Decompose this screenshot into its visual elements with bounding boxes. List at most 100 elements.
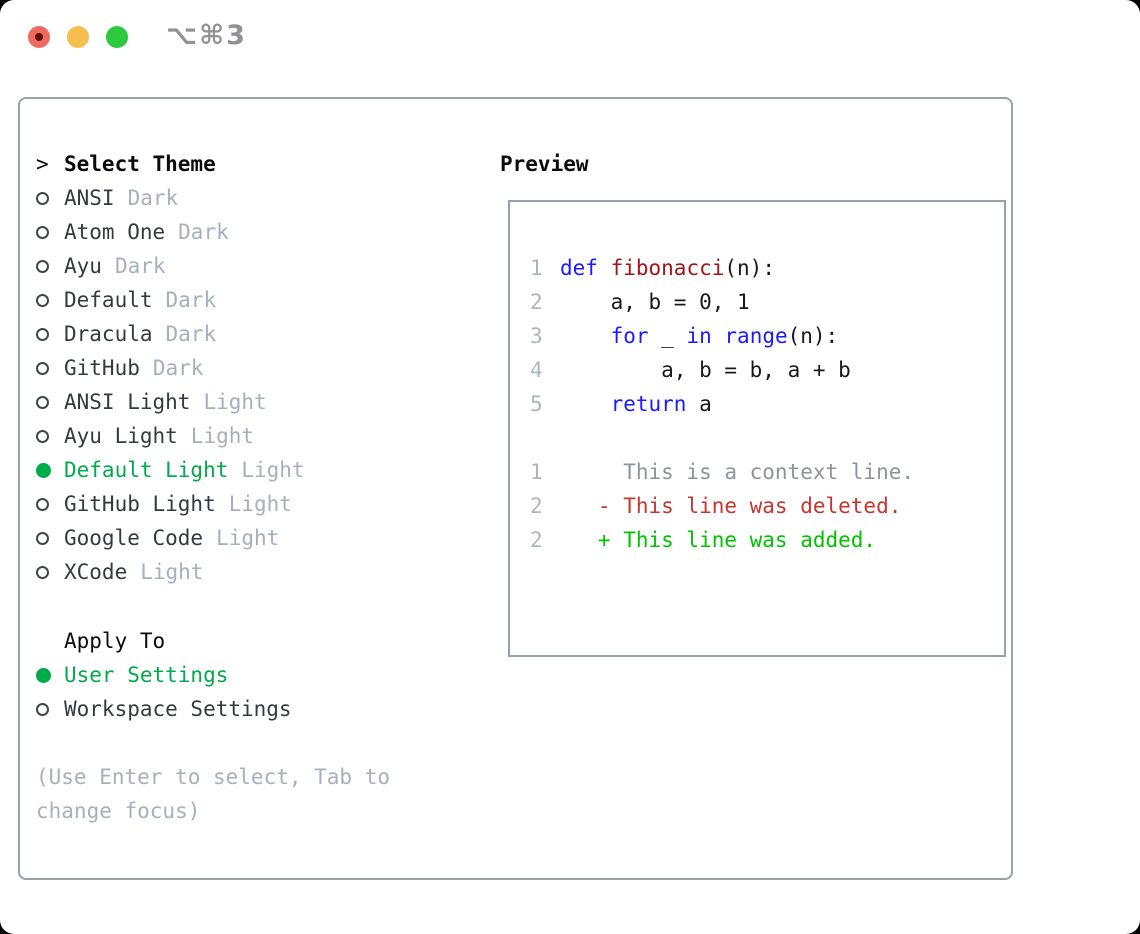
line-content: for _ in range(n):	[560, 324, 839, 348]
code-segment	[560, 392, 611, 416]
preview-code-line: 1 This is a context line.	[530, 455, 1004, 489]
theme-name: Default Light	[64, 458, 229, 482]
select-theme-header: > Select Theme	[36, 147, 305, 181]
theme-option[interactable]: Ayu Light Light	[36, 419, 305, 453]
apply-to-list: User Settings Workspace Settings	[36, 658, 292, 726]
theme-variant-tag: Light	[241, 458, 305, 482]
theme-variant-tag: Dark	[165, 322, 217, 346]
theme-name: GitHub	[64, 356, 140, 380]
theme-option[interactable]: XCode Light	[36, 555, 305, 589]
radio-icon	[36, 702, 49, 716]
code-segment: range	[724, 324, 788, 348]
minimize-button[interactable]	[67, 26, 89, 48]
theme-variant-tag: Dark	[114, 254, 166, 278]
radio-icon	[36, 531, 49, 545]
apply-option[interactable]: Workspace Settings	[36, 692, 292, 726]
radio-marker	[36, 191, 64, 205]
preview-code-line: 3 for _ in range(n):	[530, 319, 1004, 353]
theme-name: GitHub Light	[64, 492, 216, 516]
radio-icon	[36, 462, 51, 478]
theme-option[interactable]: Default Light Light	[36, 453, 305, 487]
line-number: 4	[530, 358, 543, 382]
line-number: 2	[530, 528, 543, 552]
theme-variant-tag: Light	[190, 424, 255, 448]
theme-name: Google Code	[64, 526, 204, 550]
line-number: 2	[530, 290, 543, 314]
radio-marker	[36, 225, 64, 239]
preview-code-line: 5 return a	[530, 387, 1004, 421]
code-segment: fibonacci	[610, 256, 725, 280]
code-segment: a	[686, 392, 712, 416]
radio-marker	[36, 259, 64, 273]
radio-marker	[36, 497, 64, 511]
radio-marker	[36, 667, 64, 683]
code-segment: return	[610, 392, 687, 416]
radio-icon	[36, 429, 49, 443]
theme-name: Default	[64, 288, 153, 312]
select-theme-title: Select Theme	[64, 152, 216, 176]
apply-option[interactable]: User Settings	[36, 658, 292, 692]
radio-marker	[36, 293, 64, 307]
focus-caret-icon: >	[36, 152, 49, 176]
preview-code-line: 2 + This line was added.	[530, 523, 1004, 557]
radio-icon	[36, 225, 49, 239]
theme-option[interactable]: ANSI Dark	[36, 181, 305, 215]
radio-icon	[36, 327, 49, 341]
line-content: a, b = b, a + b	[560, 358, 851, 382]
line-number: 3	[530, 324, 543, 348]
code-segment: a, b = 0, 1	[560, 290, 750, 314]
line-content: a, b = 0, 1	[560, 290, 750, 314]
keyboard-hint: (Use Enter to select, Tab to change focu…	[36, 765, 391, 823]
preview-code-line: 4 a, b = b, a + b	[530, 353, 1004, 387]
theme-list: ANSI Dark Atom One Dark Ayu Dark Default…	[36, 181, 305, 589]
radio-marker	[36, 462, 64, 478]
line-number: 5	[530, 392, 543, 416]
code-segment: a, b = b, a + b	[560, 358, 851, 382]
theme-variant-tag: Dark	[165, 288, 217, 312]
theme-option[interactable]: Default Dark	[36, 283, 305, 317]
theme-variant-tag: Light	[203, 390, 267, 414]
code-segment: for	[610, 324, 649, 348]
window-shortcut-label: ⌥⌘3	[166, 20, 247, 51]
apply-to-title: Apply To	[64, 629, 166, 653]
theme-option[interactable]: GitHub Light Light	[36, 487, 305, 521]
theme-option[interactable]: GitHub Dark	[36, 351, 305, 385]
code-segment: def	[560, 256, 598, 280]
radio-marker	[36, 429, 64, 443]
code-segment: - This line was deleted.	[560, 494, 902, 518]
code-segment: (n):	[787, 324, 839, 348]
radio-icon	[36, 259, 49, 273]
radio-icon	[36, 497, 49, 511]
theme-list-section: > Select Theme ANSI Dark Atom One Dark A…	[36, 147, 305, 589]
radio-marker	[36, 702, 64, 716]
theme-variant-tag: Dark	[152, 356, 204, 380]
code-segment	[598, 256, 611, 280]
line-number: 1	[530, 256, 543, 280]
preview-title: Preview	[500, 152, 589, 176]
theme-option[interactable]: Ayu Dark	[36, 249, 305, 283]
preview-code-line	[530, 421, 1004, 455]
line-content: - This line was deleted.	[560, 494, 901, 518]
theme-option[interactable]: Google Code Light	[36, 521, 305, 555]
theme-variant-tag: Light	[216, 526, 280, 550]
theme-option[interactable]: Atom One Dark	[36, 215, 305, 249]
radio-icon	[36, 361, 49, 375]
theme-variant-tag: Light	[228, 492, 292, 516]
line-number: 1	[530, 460, 543, 484]
close-button-dot	[35, 33, 43, 41]
theme-name: Atom One	[64, 220, 166, 244]
preview-code-line: 2 - This line was deleted.	[530, 489, 1004, 523]
theme-option[interactable]: ANSI Light Light	[36, 385, 305, 419]
radio-icon	[36, 395, 49, 409]
code-segment: (n):	[724, 256, 775, 280]
theme-option[interactable]: Dracula Dark	[36, 317, 305, 351]
radio-icon	[36, 293, 49, 307]
zoom-button[interactable]	[106, 26, 128, 48]
code-segment	[560, 324, 611, 348]
theme-name: Ayu Light	[64, 424, 178, 448]
radio-icon	[36, 191, 49, 205]
radio-marker	[36, 531, 64, 545]
preview-lines: 1 def fibonacci(n): 2 a, b = 0, 1 3 for …	[530, 251, 1004, 557]
line-content: return a	[560, 392, 712, 416]
close-button[interactable]	[28, 26, 50, 48]
